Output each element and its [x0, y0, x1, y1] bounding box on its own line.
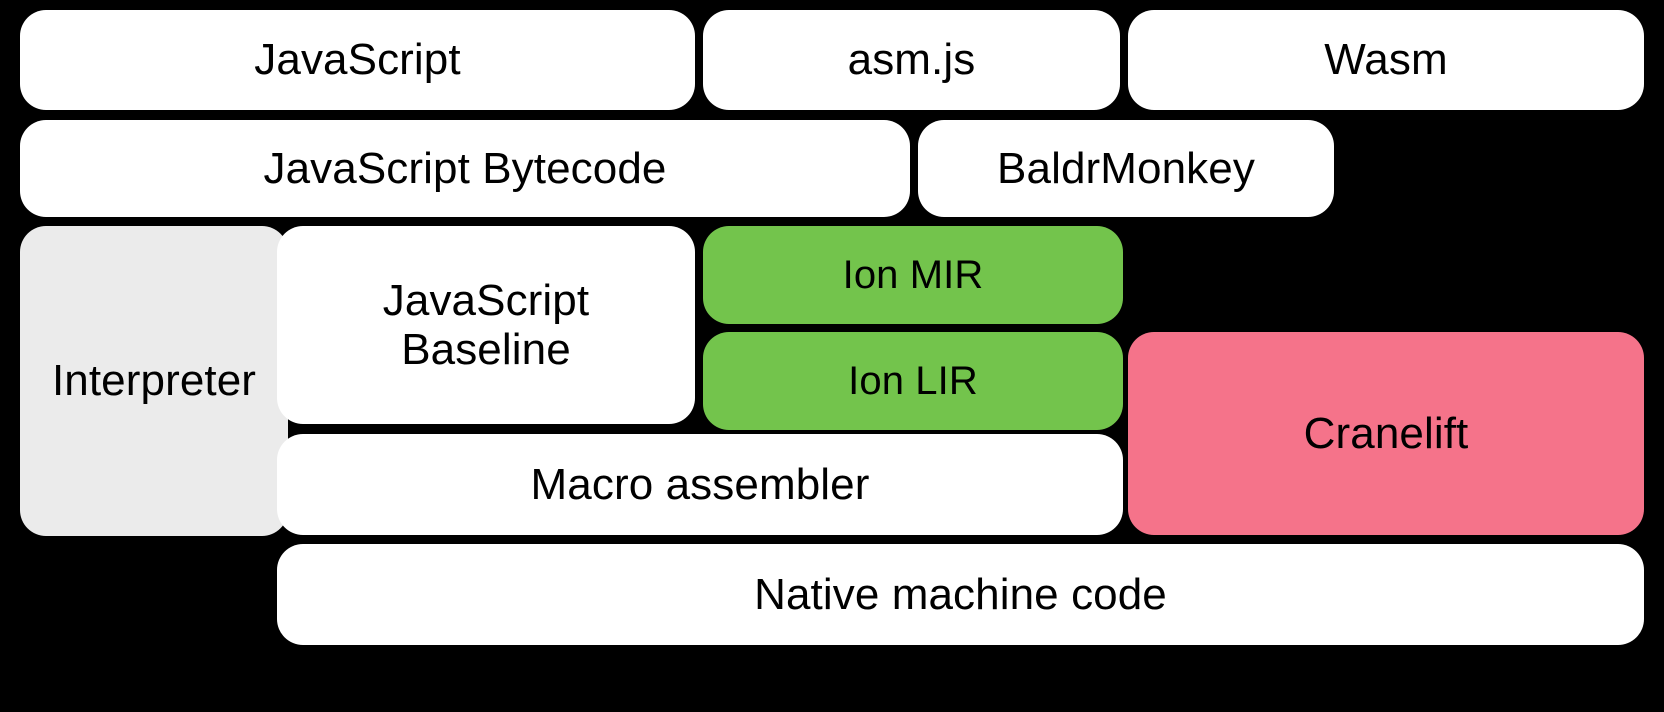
node-label-native-machine-code: Native machine code — [754, 569, 1167, 619]
node-javascript-baseline[interactable]: JavaScript Baseline — [277, 226, 695, 424]
node-interpreter[interactable]: Interpreter — [20, 226, 288, 536]
node-javascript-bytecode[interactable]: JavaScript Bytecode — [20, 120, 910, 217]
node-asm-js[interactable]: asm.js — [703, 10, 1120, 110]
node-label-macro-assembler: Macro assembler — [530, 459, 870, 509]
node-label-ion-mir: Ion MIR — [842, 252, 984, 297]
node-label-ion-lir: Ion LIR — [848, 358, 978, 403]
node-label-cranelift: Cranelift — [1303, 408, 1469, 458]
node-baldrmonkey[interactable]: BaldrMonkey — [918, 120, 1334, 217]
node-ion-lir[interactable]: Ion LIR — [703, 332, 1123, 430]
node-macro-assembler[interactable]: Macro assembler — [277, 434, 1123, 535]
node-label-javascript-baseline: JavaScript Baseline — [382, 275, 590, 374]
node-ion-mir[interactable]: Ion MIR — [703, 226, 1123, 324]
node-javascript[interactable]: JavaScript — [20, 10, 695, 110]
node-label-asm-js: asm.js — [847, 35, 976, 85]
node-label-wasm: Wasm — [1324, 35, 1448, 85]
node-native-machine-code[interactable]: Native machine code — [277, 544, 1644, 645]
node-label-baldrmonkey: BaldrMonkey — [997, 143, 1255, 193]
node-label-interpreter: Interpreter — [51, 356, 257, 406]
node-label-javascript-bytecode: JavaScript Bytecode — [263, 143, 667, 193]
node-label-javascript: JavaScript — [254, 35, 461, 85]
node-cranelift[interactable]: Cranelift — [1128, 332, 1644, 535]
node-wasm[interactable]: Wasm — [1128, 10, 1644, 110]
